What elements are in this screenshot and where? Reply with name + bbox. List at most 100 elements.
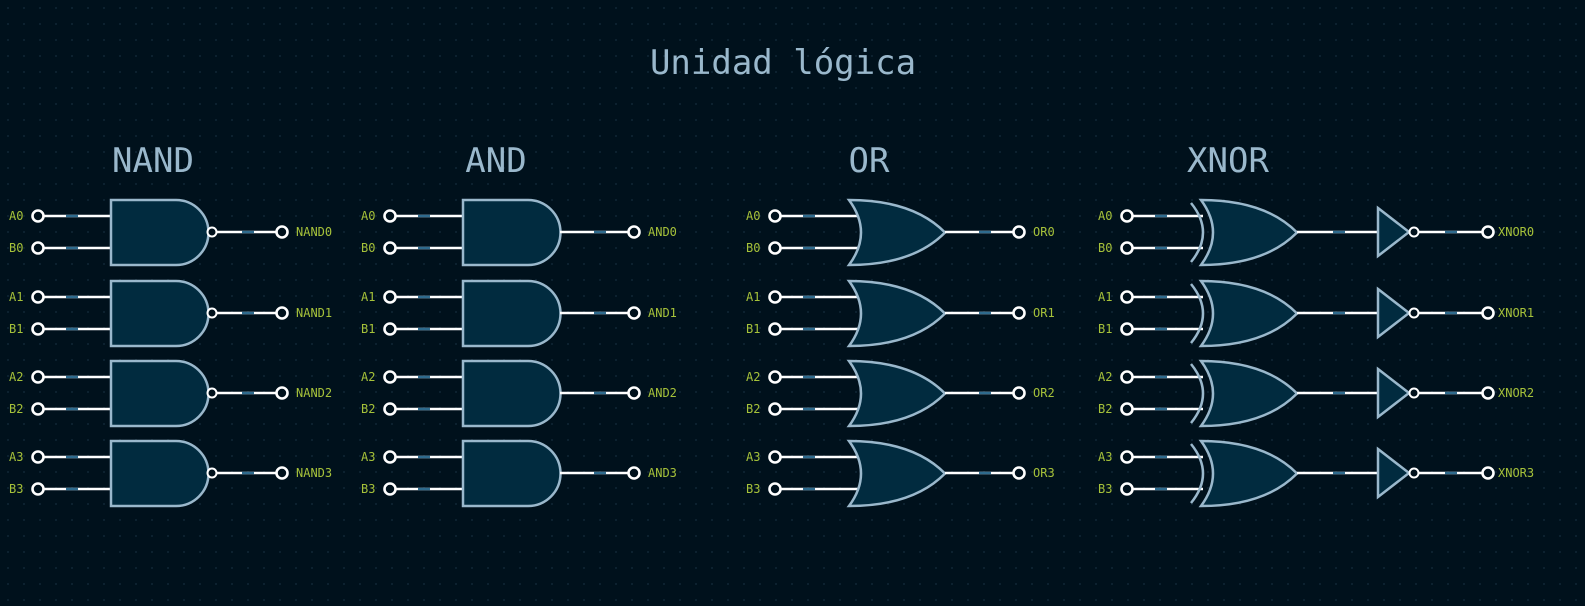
input-pin[interactable] (768, 482, 782, 496)
input-pin[interactable] (383, 290, 397, 304)
input-pin[interactable] (383, 241, 397, 255)
input-pin[interactable] (31, 322, 45, 336)
output-pin[interactable] (1481, 466, 1495, 480)
input-pin[interactable] (383, 322, 397, 336)
output-pin[interactable] (1481, 225, 1495, 239)
output-pin[interactable] (627, 306, 641, 320)
input-label: A3 (9, 450, 23, 464)
xnor-gate-body (1198, 439, 1299, 508)
input-label: A1 (746, 290, 760, 304)
output-pin[interactable] (275, 306, 289, 320)
input-label: B0 (361, 241, 375, 255)
not-gate-body (1376, 446, 1412, 500)
inversion-bubble (1408, 307, 1420, 319)
output-label: NAND3 (296, 466, 332, 480)
output-label: OR3 (1033, 466, 1055, 480)
input-pin[interactable] (31, 482, 45, 496)
input-pin[interactable] (1120, 370, 1134, 384)
and-gate-body (461, 359, 562, 428)
input-label: A2 (1098, 370, 1112, 384)
input-pin[interactable] (1120, 450, 1134, 464)
input-pin[interactable] (31, 450, 45, 464)
output-pin[interactable] (1481, 386, 1495, 400)
input-pin[interactable] (31, 402, 45, 416)
output-pin[interactable] (627, 466, 641, 480)
input-label: A3 (746, 450, 760, 464)
input-pin[interactable] (768, 402, 782, 416)
output-pin[interactable] (1012, 466, 1026, 480)
output-pin[interactable] (1012, 306, 1026, 320)
output-pin[interactable] (1481, 306, 1495, 320)
inversion-bubble (1408, 387, 1420, 399)
input-label: A3 (361, 450, 375, 464)
input-pin[interactable] (768, 209, 782, 223)
and-gate-body (461, 439, 562, 508)
group-title: OR (849, 141, 890, 181)
input-label: B3 (1098, 482, 1112, 496)
input-pin[interactable] (1120, 290, 1134, 304)
xor-input-curve (1190, 202, 1205, 263)
input-pin[interactable] (768, 450, 782, 464)
input-pin[interactable] (31, 241, 45, 255)
nand-gate-body (109, 198, 210, 267)
output-label: OR0 (1033, 225, 1055, 239)
input-pin[interactable] (31, 370, 45, 384)
input-pin[interactable] (1120, 482, 1134, 496)
input-label: A0 (746, 209, 760, 223)
input-pin[interactable] (31, 290, 45, 304)
input-pin[interactable] (383, 482, 397, 496)
output-pin[interactable] (275, 466, 289, 480)
or-gate-body (846, 439, 947, 508)
output-pin[interactable] (627, 386, 641, 400)
input-pin[interactable] (1120, 241, 1134, 255)
input-pin[interactable] (383, 370, 397, 384)
input-pin[interactable] (383, 402, 397, 416)
output-pin[interactable] (627, 225, 641, 239)
page-title: Unidad lógica (650, 43, 916, 83)
xnor-gate-body (1198, 359, 1299, 428)
output-label: OR1 (1033, 306, 1055, 320)
and-gate-body (461, 198, 562, 267)
input-pin[interactable] (768, 290, 782, 304)
inversion-bubble (206, 387, 218, 399)
output-pin[interactable] (275, 386, 289, 400)
inversion-bubble (1408, 226, 1420, 238)
input-label: A0 (1098, 209, 1112, 223)
inversion-bubble (206, 467, 218, 479)
output-pin[interactable] (275, 225, 289, 239)
input-pin[interactable] (768, 241, 782, 255)
input-label: B2 (9, 402, 23, 416)
input-label: B1 (9, 322, 23, 336)
output-pin[interactable] (1012, 386, 1026, 400)
input-pin[interactable] (768, 322, 782, 336)
group-title: XNOR (1187, 141, 1269, 181)
input-pin[interactable] (1120, 209, 1134, 223)
input-pin[interactable] (1120, 402, 1134, 416)
input-pin[interactable] (768, 370, 782, 384)
not-gate-body (1376, 286, 1412, 340)
output-label: NAND2 (296, 386, 332, 400)
and-gate-body (461, 279, 562, 348)
input-label: A1 (1098, 290, 1112, 304)
inversion-bubble (206, 226, 218, 238)
inversion-bubble (206, 307, 218, 319)
input-label: A0 (9, 209, 23, 223)
input-pin[interactable] (383, 450, 397, 464)
group-title: NAND (112, 141, 194, 181)
input-pin[interactable] (1120, 322, 1134, 336)
input-pin[interactable] (31, 209, 45, 223)
input-pin[interactable] (383, 209, 397, 223)
output-pin[interactable] (1012, 225, 1026, 239)
